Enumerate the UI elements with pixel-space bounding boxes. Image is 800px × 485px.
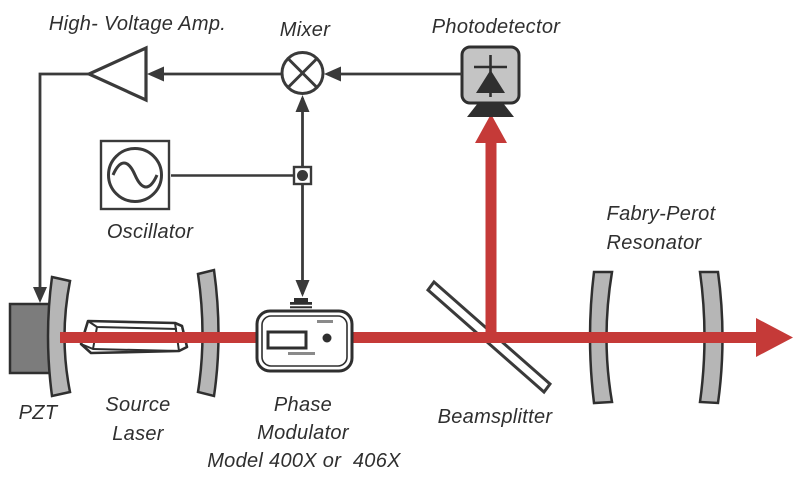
photodiode-icon xyxy=(474,55,507,97)
signal-wires xyxy=(38,72,462,294)
laser-mirror-left xyxy=(46,275,72,398)
source-laser-label-line2: Laser xyxy=(112,423,164,445)
phase-modulator-label-line2: Modulator xyxy=(257,422,349,444)
hv-amp-label: High- Voltage Amp. xyxy=(48,13,227,35)
arrow-into-modulator-icon xyxy=(295,280,310,297)
phase-modulator-label-line3: Model 400X or 406X xyxy=(207,450,401,472)
oscillator-symbol xyxy=(99,139,171,211)
source-laser-label-line1: Source xyxy=(105,394,171,416)
photodetector-device xyxy=(460,45,521,117)
laser-beam-arrowhead-right xyxy=(756,318,793,357)
mixer-symbol xyxy=(280,51,325,95)
mixer-label: Mixer xyxy=(279,19,331,41)
laser-beam-horizontal xyxy=(60,332,756,343)
arrow-into-amp-icon xyxy=(147,66,164,82)
modulator-print-marks-bottom xyxy=(288,352,315,355)
pzt-block xyxy=(8,302,55,375)
phase-modulator-knob xyxy=(322,333,332,343)
fabry-perot-label-line1: Fabry-Perot xyxy=(606,203,716,225)
laser-beam-vertical xyxy=(485,140,497,343)
arrow-into-pzt-icon xyxy=(33,287,47,303)
arrow-up-into-mixer-icon xyxy=(295,95,310,112)
hv-amp-symbol xyxy=(85,45,148,103)
pzt-label: PZT xyxy=(18,402,58,424)
fabry-perot-label-line2: Resonator xyxy=(606,232,702,254)
oscillator-label: Oscillator xyxy=(106,221,194,243)
modulator-print-marks-top xyxy=(317,320,333,323)
photodetector-label: Photodetector xyxy=(431,16,561,38)
beamsplitter-label: Beamsplitter xyxy=(437,406,553,428)
phase-modulator-label-line1: Phase xyxy=(273,394,333,416)
arrow-into-mixer-icon xyxy=(324,66,341,82)
laser-beam-arrowhead-up xyxy=(475,114,507,143)
wire-junction xyxy=(292,165,313,186)
phase-modulator-device xyxy=(255,298,354,373)
sine-wave-icon xyxy=(111,161,159,189)
laser-beam xyxy=(60,114,793,357)
signal-arrowheads xyxy=(33,66,341,303)
phase-modulator-display xyxy=(266,330,308,350)
photodetector-aperture xyxy=(467,103,514,117)
